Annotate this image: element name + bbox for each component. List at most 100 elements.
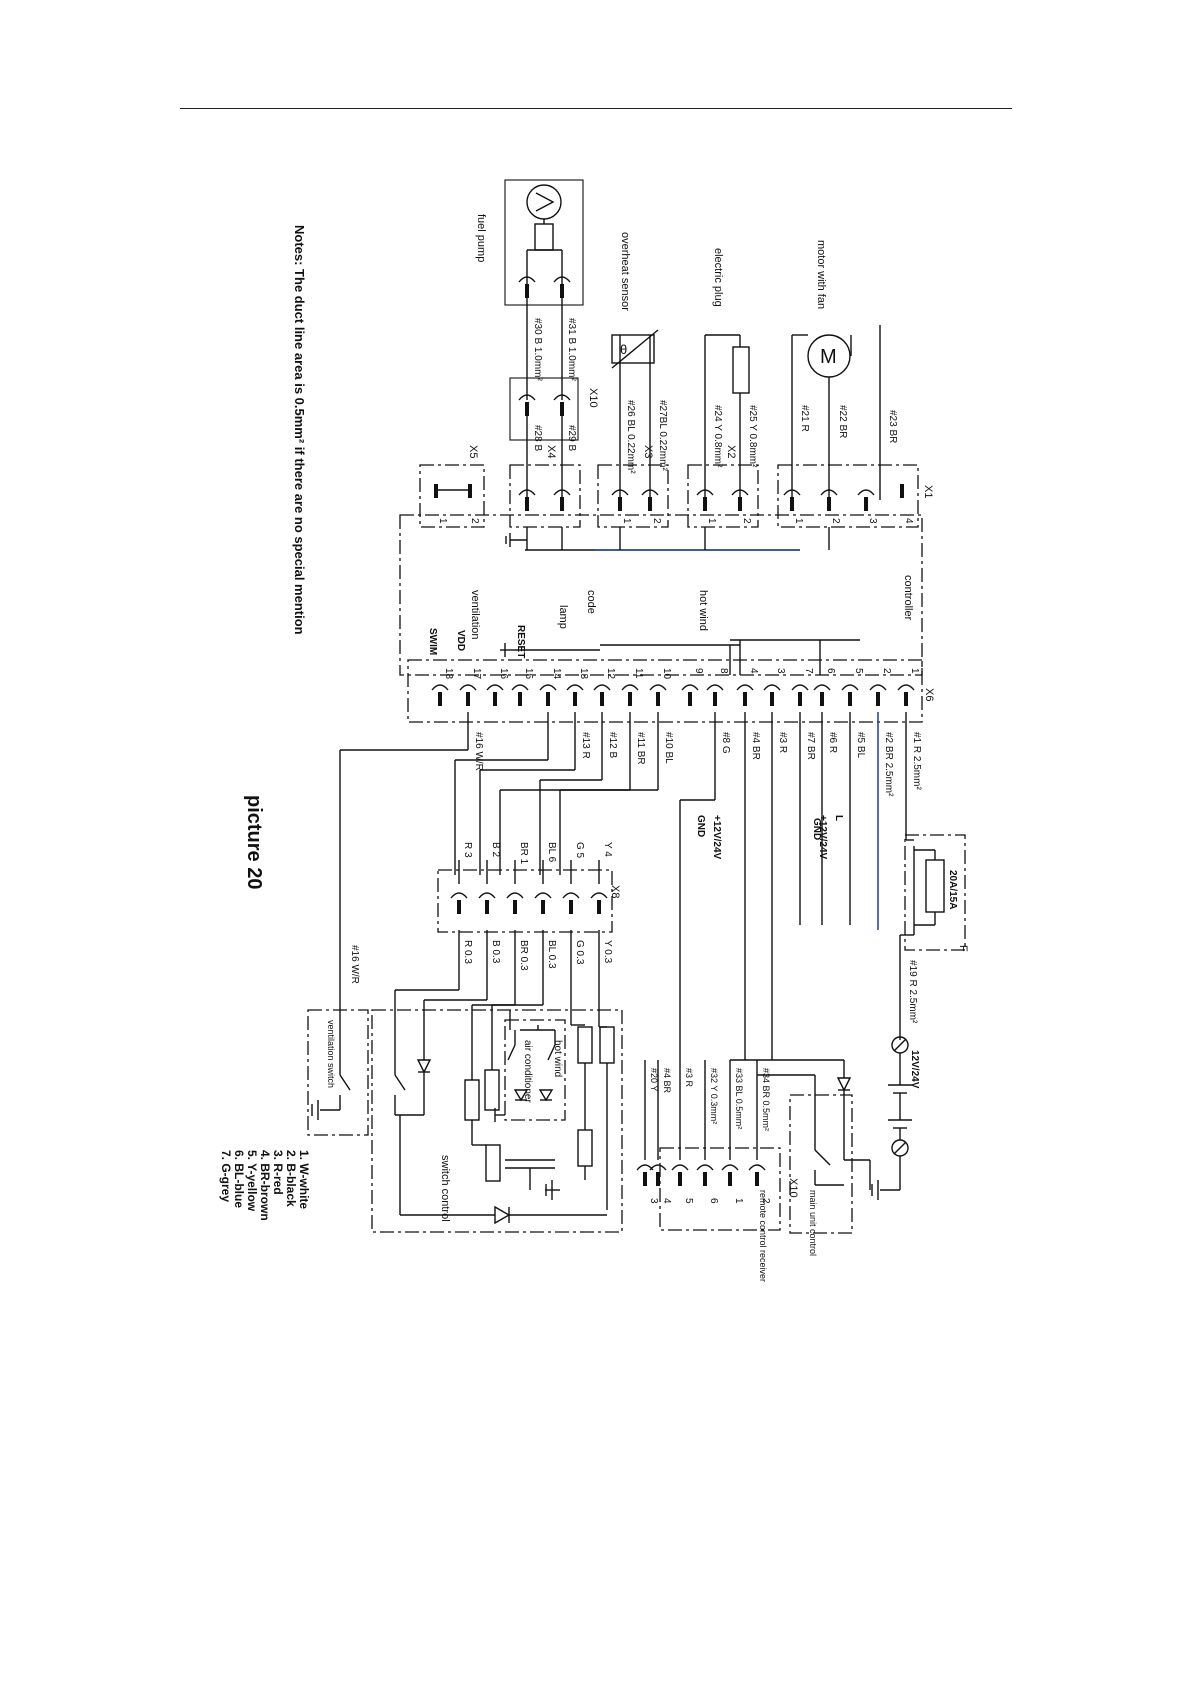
vent-wire-label: #16 W/R [349,945,360,984]
pump-wire-label: #30 B 1.0mm² [532,318,543,381]
legend-item: 2. B-black [284,1150,298,1207]
x6-wire-label: #11 BR [635,732,646,765]
x6-wire-label: #6 R [827,732,838,753]
x6-wire-label: #8 G [720,732,731,754]
lamp-label: lamp [557,605,569,629]
x6-pin: 18 [431,668,454,706]
x6-pin: 2 [869,668,892,706]
x6-wire-label: #12 B [607,732,618,758]
x1-wire-label: #22 BR [837,405,848,438]
x8-out-label: Y 0.3 [602,940,613,964]
theta-symbol: θ [620,342,627,357]
signal-label: +12V/24V [817,815,828,860]
x4-label: X4 [545,445,557,458]
x6-pin-number: 1 [909,668,920,674]
x10-wire-label: #20 Y [649,1068,659,1091]
x8-out-label: BL 0.3 [546,940,557,969]
x6-pin-number: 3 [775,668,786,674]
x8-label: X8 [609,885,621,898]
x6-pin-number: 5 [853,668,864,674]
swim-label: SWIM [427,628,438,655]
x8-out-label: R 0.3 [462,940,473,964]
x6-wire-label: #16 W/R [473,732,484,771]
x6-pin: 1 [897,668,920,706]
x8-pin: BR 1BR 0.3 [506,842,529,971]
page-top-rule [180,108,1012,109]
connector-x8: X8 Y 4Y 0.3G 5G 0.3BL 6BL 0.3BR 1BR 0.3B… [437,842,621,971]
x10-pin: 6#32 Y 0.3mm² [696,1060,719,1204]
x6-pin-number: 15 [523,668,534,680]
connector-x3: X3 2 1 [597,445,669,528]
x2-label: X2 [725,445,737,458]
x6-pin-number: 7 [803,668,814,674]
x3-wire-label: #26 BL 0.22mm² [625,400,636,474]
x1-label: X1 [922,485,934,498]
x10-pin: 1#33 BL 0.5mm² [721,1060,744,1204]
vdd-label: VDD [455,630,466,651]
fuel-pump-label: fuel pump [475,214,487,262]
reset-label: RESET [515,625,526,658]
fuse-wire-label: #19 R 2.5mm² [907,960,918,1024]
x6-pin-number: 11 [633,668,644,679]
x6-pin: 5 [841,668,864,706]
x10-pin-number: 4 [661,1198,672,1204]
x6-pin: 9 [681,668,704,706]
fuse: 20A/15A F #19 R 2.5mm² [899,834,969,1040]
x6-pin-number: 17 [471,668,482,680]
x10-pin-number: 2 [760,1198,771,1204]
x3-label: X3 [642,445,654,458]
x6-pin-number: 10 [661,668,672,680]
ventilation-label: ventilation [469,590,481,640]
x5-pin: 1 [437,518,448,524]
signal-label: +12V/24V [711,815,722,860]
x10-pin-number: 3 [648,1198,659,1204]
x3-wire-label: #27BL 0.22mm² [657,400,668,471]
ventilation-switch: ventilation switch #16 W/R [307,945,369,1136]
x2-pin: 2 [741,518,752,524]
x6-pin: 17 [459,668,482,706]
x10-pin: 5#3 R [671,1060,694,1204]
notes-text: Notes: The duct line area is 0.5mm² if t… [292,225,307,635]
x1-wire-label: #21 R [799,405,810,432]
remote-control-block: main unit control X10 remote control rec… [636,1059,871,1282]
x8-pin: BL 6BL 0.3 [534,842,557,969]
x6-pin-number: 12 [605,668,616,680]
code-label: code [585,590,597,614]
x6-pin: 16 [486,668,509,706]
remote-receiver-label: remote control receiver [758,1190,768,1282]
x6-pin-number: 16 [498,668,509,680]
x6-wire-label: #3 R [777,732,788,753]
fuse-rating: 20A/15A [947,870,958,909]
legend-item: 7. G-grey [219,1150,233,1202]
overheat-sensor: overheat sensor θ #27BL 0.22mm² #26 BL 0… [611,232,668,500]
overheat-sensor-label: overheat sensor [619,232,631,311]
x8-out-label: B 0.3 [490,940,501,964]
x6-pin-number: 6 [825,668,836,674]
battery: 12V/24V [871,1036,920,1200]
x6-pin: 7 [791,668,814,706]
x8-pin: G 5G 0.3 [562,842,585,965]
x6-label: X6 [923,688,935,701]
hot-wind-switch-label: hot wind [552,1040,563,1077]
x3-pin: 1 [621,518,632,524]
x6-pin: 13 [566,668,589,706]
legend-item: 1. W-white [297,1150,311,1209]
x10-wire-label: #4 BR [662,1068,672,1094]
hot-wind-label: hot wind [697,590,709,631]
x6-pin-number: 18 [443,668,454,680]
signal-label: GND [695,815,706,837]
connector-x1: X1 4 3 2 1 [777,464,934,528]
x4-wire-label: #28 B [532,425,543,451]
x3-pin: 2 [651,518,662,524]
x6-pin-number: 14 [551,668,562,680]
x8-pin-color: Y 4 [602,842,613,857]
x8-pin: Y 4 Y 0.3 [590,842,613,964]
x8-pin-color: R 3 [462,842,473,858]
ventilation-switch-label: ventilation switch [326,1020,336,1088]
x6-pin-number: 4 [748,668,759,674]
connector-x4: X4 [509,445,581,528]
x6-pin: 4 [736,668,759,706]
switch-control-label: switch control [439,1155,451,1222]
